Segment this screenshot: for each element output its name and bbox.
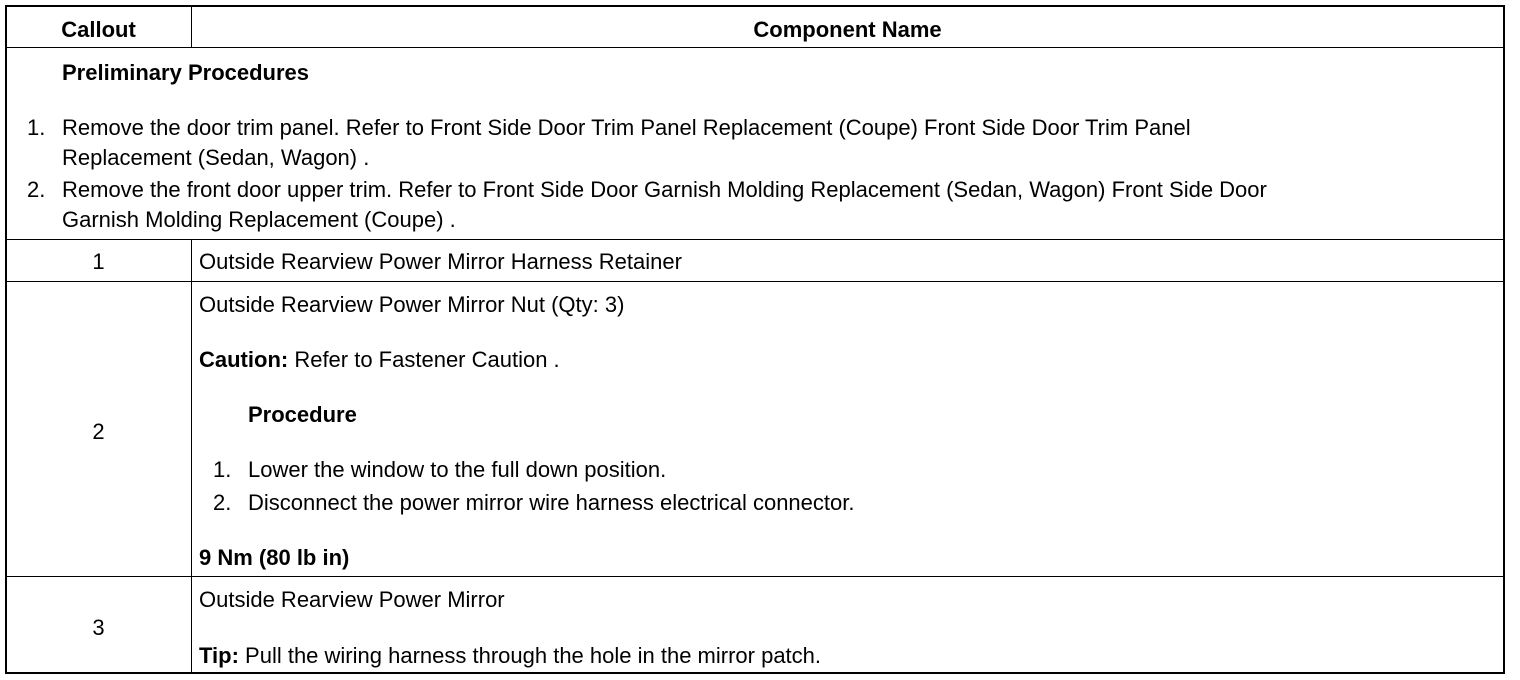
header-divider [191, 7, 192, 47]
header-component-name: Component Name [753, 17, 942, 42]
row-2-procedure-title: Procedure [248, 402, 357, 427]
row-1-callout: 1 [92, 249, 105, 274]
header-bottom-line [7, 47, 1503, 48]
header-callout: Callout [61, 17, 136, 42]
row-2-name: Outside Rearview Power Mirror Nut (Qty: … [199, 292, 625, 317]
row-2-step-2-num: 2. [213, 490, 232, 515]
preliminary-step-2-line2: Garnish Molding Replacement (Coupe) . [62, 207, 456, 232]
row-1-bottom-line [7, 281, 1503, 282]
caution-text: Refer to Fastener Caution . [288, 347, 560, 372]
caution-label: Caution: [199, 347, 289, 372]
component-table: Callout Component Name Preliminary Proce… [5, 5, 1505, 674]
column-divider [191, 239, 192, 674]
preliminary-step-1-num: 1. [27, 115, 46, 140]
preliminary-step-2-line1: Remove the front door upper trim. Refer … [62, 177, 1267, 202]
preliminary-step-1-line2: Replacement (Sedan, Wagon) . [62, 145, 370, 170]
preliminary-step-1-line1: Remove the door trim panel. Refer to Fro… [62, 115, 1191, 140]
preliminary-step-2-num: 2. [27, 177, 46, 202]
row-3-name: Outside Rearview Power Mirror [199, 587, 505, 612]
tip-label: Tip: [199, 643, 239, 668]
row-2-step-1-text: Lower the window to the full down positi… [248, 457, 667, 482]
row-3-tip: Tip: Pull the wiring harness through the… [199, 643, 821, 669]
row-2-step-2-text: Disconnect the power mirror wire harness… [248, 490, 855, 515]
tip-text: Pull the wiring harness through the hole… [238, 643, 822, 668]
row-2-caution: Caution: Refer to Fastener Caution . [199, 347, 560, 373]
row-2-torque: 9 Nm (80 lb in) [199, 545, 350, 570]
row-3-callout: 3 [92, 615, 105, 640]
row-2-callout: 2 [92, 419, 105, 444]
row-2-bottom-line [7, 576, 1503, 577]
row-2-step-1-num: 1. [213, 457, 232, 482]
row-1-name: Outside Rearview Power Mirror Harness Re… [199, 249, 682, 274]
preliminary-bottom-line [7, 239, 1503, 240]
preliminary-title: Preliminary Procedures [62, 60, 310, 85]
